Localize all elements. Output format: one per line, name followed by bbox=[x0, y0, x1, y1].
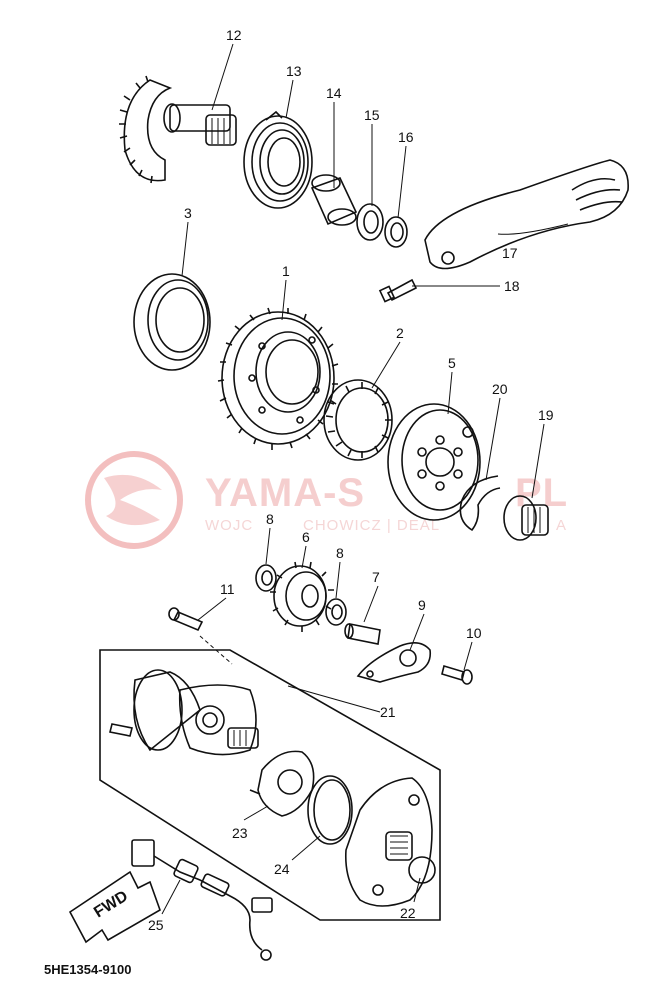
part-clutch-housing bbox=[387, 403, 481, 521]
part-washer-15 bbox=[356, 203, 384, 241]
callout-7: 7 bbox=[372, 569, 380, 585]
part-lead-wire bbox=[131, 839, 273, 961]
callout-13: 13 bbox=[286, 63, 302, 79]
part-spacer bbox=[310, 174, 358, 226]
part-shaft bbox=[344, 623, 381, 645]
callout-1: 1 bbox=[282, 263, 290, 279]
callouts: 12 13 14 15 16 3 17 18 1 2 5 20 19 8 6 8… bbox=[148, 27, 554, 933]
callout-12: 12 bbox=[226, 27, 242, 43]
diagram-code: 5HE1354-9100 bbox=[44, 962, 131, 977]
part-idle-gear bbox=[270, 561, 334, 632]
callout-6: 6 bbox=[302, 529, 310, 545]
part-pinion bbox=[503, 495, 549, 541]
part-bolt-18 bbox=[378, 278, 418, 303]
part-kick-crank bbox=[424, 159, 629, 270]
part-starter-wheel-gear bbox=[217, 307, 339, 450]
watermark-brand-tail: PL bbox=[515, 471, 568, 515]
part-brush-holder bbox=[249, 750, 315, 817]
part-washer-8a bbox=[255, 564, 277, 592]
part-circlip-16 bbox=[384, 216, 408, 248]
part-bolt-11 bbox=[168, 607, 204, 632]
part-oil-seal bbox=[133, 273, 211, 371]
callout-25: 25 bbox=[148, 917, 164, 933]
callout-9: 9 bbox=[418, 597, 426, 613]
callout-2: 2 bbox=[396, 325, 404, 341]
part-kick-axle bbox=[119, 75, 237, 184]
callout-19: 19 bbox=[538, 407, 554, 423]
callout-3: 3 bbox=[184, 205, 192, 221]
callout-11: 11 bbox=[220, 581, 235, 597]
part-clip-spring bbox=[459, 475, 501, 532]
watermark-logo-icon bbox=[85, 451, 183, 549]
watermark: YAMA-S PL WOJC CHOWICZ | DEAL A bbox=[85, 451, 568, 549]
callout-22: 22 bbox=[400, 905, 416, 921]
callout-10: 10 bbox=[466, 625, 482, 641]
part-torsion-spring bbox=[243, 110, 313, 209]
watermark-sub-left: WOJC bbox=[205, 517, 253, 534]
callout-15: 15 bbox=[364, 107, 380, 123]
callout-5: 5 bbox=[448, 355, 456, 371]
leader-lines bbox=[161, 43, 569, 915]
callout-17: 17 bbox=[502, 245, 518, 261]
callout-20: 20 bbox=[492, 381, 508, 397]
fwd-label: FWD bbox=[91, 888, 131, 922]
fwd-arrow-icon: FWD bbox=[68, 870, 161, 944]
callout-14: 14 bbox=[326, 85, 342, 101]
callout-21: 21 bbox=[380, 704, 396, 720]
starter-motor-assembly-outline bbox=[99, 649, 441, 921]
part-plate bbox=[356, 642, 432, 683]
callout-24: 24 bbox=[274, 861, 290, 877]
part-starter-motor bbox=[109, 669, 259, 756]
callout-18: 18 bbox=[504, 278, 520, 294]
part-screw-10 bbox=[441, 664, 473, 685]
part-washer-8b bbox=[325, 598, 347, 626]
part-one-way-clutch bbox=[323, 379, 393, 461]
callout-16: 16 bbox=[398, 129, 414, 145]
watermark-sub-mid: CHOWICZ | DEAL bbox=[303, 517, 440, 534]
callout-23: 23 bbox=[232, 825, 248, 841]
watermark-brand: YAMA-S bbox=[205, 471, 365, 515]
callout-8a: 8 bbox=[266, 511, 274, 527]
callout-8b: 8 bbox=[336, 545, 344, 561]
part-o-ring bbox=[307, 775, 353, 845]
part-end-cover bbox=[344, 777, 436, 907]
watermark-sub-right: A bbox=[556, 517, 567, 534]
